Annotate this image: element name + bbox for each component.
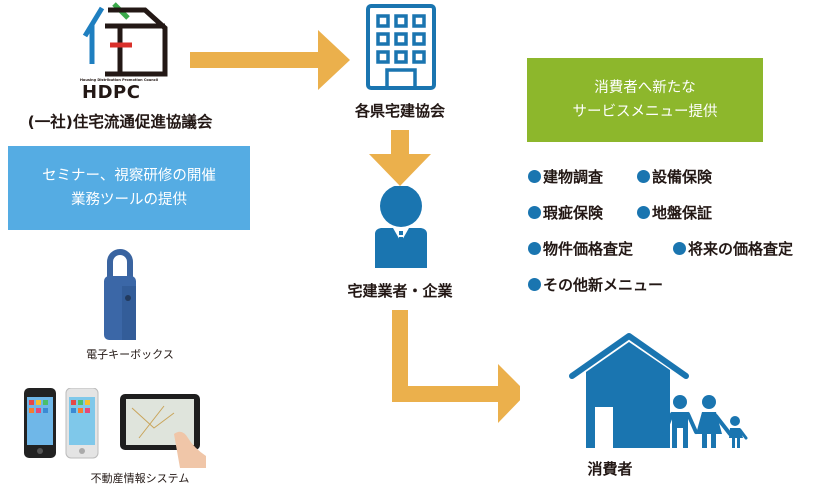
bullet-icon — [528, 206, 541, 219]
logo-tagline: Housing Distribution Promotion Council — [80, 78, 159, 82]
hdpc-logo: Housing Distribution Promotion Council H… — [70, 2, 170, 103]
new-services-line1: 消費者へ新たな — [594, 80, 696, 96]
building-icon — [366, 4, 436, 90]
prefecture-association-label: 各県宅建協会 — [354, 102, 445, 120]
electronic-keybox-image — [104, 249, 136, 340]
seminar-tools-line1: セミナー、視察研修の開催 — [42, 168, 216, 184]
bullet-icon — [673, 242, 686, 255]
bullet-icon — [528, 242, 541, 255]
arrow-bend-right-icon — [392, 310, 520, 423]
bullet-icon — [528, 170, 541, 183]
service-item: 設備保険 — [637, 166, 712, 187]
consumer-label: 消費者 — [587, 460, 633, 478]
new-services-line2: サービスメニュー提供 — [572, 104, 718, 120]
service-item: 建物調査 — [528, 166, 603, 187]
service-item: 地盤保証 — [637, 202, 712, 223]
service-item: 瑕疵保険 — [528, 202, 603, 223]
bullet-icon — [528, 278, 541, 291]
keybox-label: 電子キーボックス — [86, 348, 174, 361]
bullet-icon — [637, 170, 650, 183]
logo-acronym: HDPC — [82, 82, 141, 103]
realestate-system-label: 不動産情報システム — [90, 472, 190, 485]
seminar-tools-box: セミナー、視察研修の開催 業務ツールの提供 — [8, 146, 250, 230]
seminar-tools-line2: 業務ツールの提供 — [71, 192, 187, 208]
bullet-icon — [637, 206, 650, 219]
service-item: 将来の価格査定 — [673, 238, 793, 259]
arrow-right-icon — [190, 30, 350, 90]
arrow-down-icon — [369, 130, 431, 186]
smartphones-tablet-image — [24, 388, 206, 468]
businessperson-icon — [375, 186, 427, 268]
house-logo-icon — [82, 2, 168, 77]
service-item: その他新メニュー — [528, 274, 663, 295]
org-name: (一社)住宅流通促進協議会 — [27, 113, 213, 131]
service-item: 物件価格査定 — [528, 238, 633, 259]
house-family-icon — [569, 333, 748, 448]
new-services-box: 消費者へ新たな サービスメニュー提供 — [527, 58, 763, 142]
agent-company-label: 宅建業者・企業 — [347, 282, 453, 300]
